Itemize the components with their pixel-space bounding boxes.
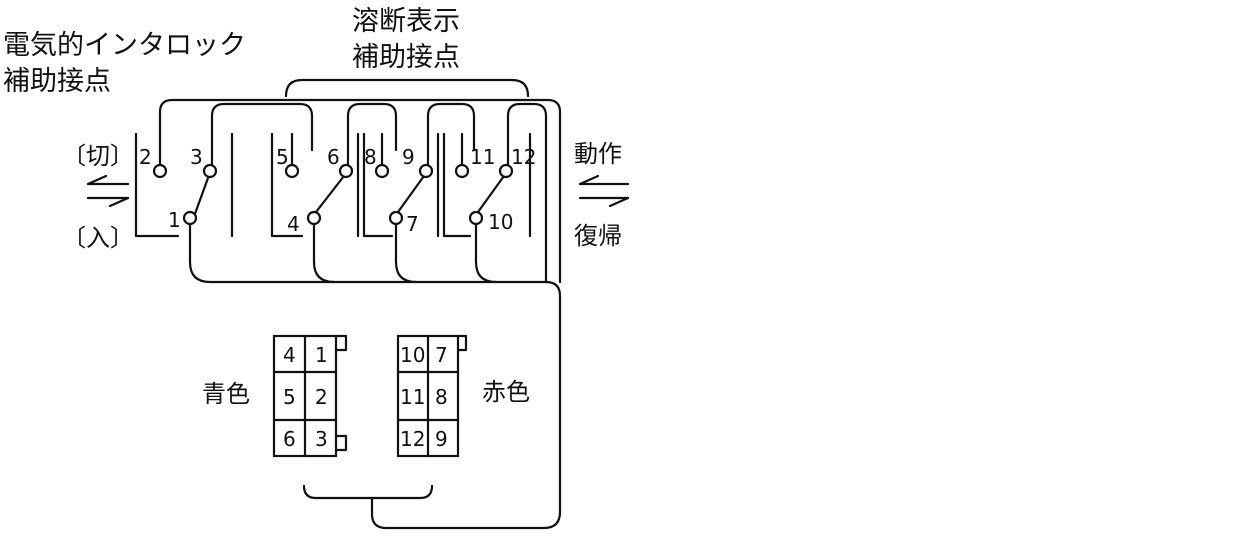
interlock-label-line2: 補助接点 [3,66,111,97]
terminal-6-dot [338,163,354,179]
terminal-9-dot [418,163,434,179]
interlock-label-line1: 電気的インタロック [3,30,246,61]
red-cell-7: 7 [435,343,448,367]
contact-block-4-5-6 [270,132,360,264]
terminal-12-dot [498,163,514,179]
top-bus-wires [158,98,562,284]
terminal-numbers: 2 3 1 5 6 4 8 9 7 11 12 10 [139,145,536,236]
terminal-10-dot [468,210,484,226]
red-cell-11: 11 [400,385,425,409]
blue-label: 青色 [202,380,250,408]
left-arrow-operate [578,174,630,186]
red-cell-8: 8 [435,385,448,409]
connector-blue: 4 1 5 2 6 3 [272,334,348,458]
contact-block-7-8-9 [362,132,440,264]
blue-cell-4: 4 [283,343,296,367]
connector-bracket [302,484,434,500]
on-label: 〔入〕 [62,224,134,252]
terminal-7-dot [388,210,404,226]
reset-label: 復帰 [574,222,622,250]
terminal-12-label: 12 [511,145,536,169]
red-cell-10: 10 [400,343,425,367]
terminal-1-dot [182,210,198,226]
fuse-label-line1: 溶断表示 [352,6,460,37]
terminal-6-label: 6 [327,145,340,169]
blue-cell-1: 1 [315,343,328,367]
blue-cell-3: 3 [315,427,328,451]
terminal-5-dot [284,163,300,179]
terminal-4-dot [306,210,322,226]
red-label: 赤色 [482,378,530,406]
terminal-11-dot [454,163,470,179]
terminal-3-dot [202,163,218,179]
fuse-label-line2: 補助接点 [352,42,460,73]
terminal-2-label: 2 [139,145,152,169]
contact-block-10-11-12 [442,132,532,264]
connector-red: 10 7 11 8 12 9 [396,334,468,458]
terminal-5-label: 5 [276,145,289,169]
terminal-7-label: 7 [406,212,419,236]
terminal-8-dot [374,163,390,179]
cut-label: 〔切〕 [62,142,134,170]
common-bus-wires [188,260,562,530]
contact-block-1-2-3 [134,132,234,264]
right-arrow-on [86,196,130,208]
left-arrow-cut [86,174,130,186]
terminal-3-label: 3 [190,145,203,169]
terminal-10-label: 10 [488,210,513,234]
right-arrow-reset [578,196,630,208]
terminal-9-label: 9 [402,145,415,169]
red-cell-9: 9 [435,427,448,451]
terminal-2-dot [152,163,168,179]
operate-label: 動作 [574,140,622,168]
red-cell-12: 12 [400,427,425,451]
terminal-1-label: 1 [168,208,181,232]
terminal-11-label: 11 [470,145,495,169]
blue-cell-6: 6 [283,427,296,451]
terminal-8-label: 8 [364,145,377,169]
blue-cell-5: 5 [283,385,296,409]
blue-cell-2: 2 [315,385,328,409]
terminal-4-label: 4 [287,212,300,236]
fuse-bracket [284,78,530,98]
